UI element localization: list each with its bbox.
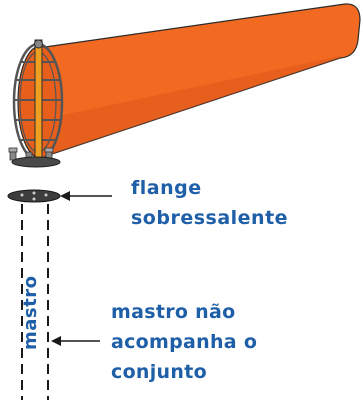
flange-arrow bbox=[60, 191, 112, 201]
mast-outline bbox=[21, 204, 49, 400]
mast-note-line-3: conjunto bbox=[111, 361, 207, 383]
mast-arrow bbox=[51, 336, 100, 346]
spare-flange bbox=[7, 189, 61, 203]
base-assembly bbox=[8, 147, 61, 168]
mast-note-line-2: acompanha o bbox=[111, 331, 258, 353]
flange-label: flange sobressalente bbox=[131, 173, 288, 233]
mast-note-line-1: mastro não bbox=[111, 301, 236, 323]
cage-pole bbox=[34, 39, 43, 161]
mast-vertical-label: mastro bbox=[20, 275, 41, 350]
flange-label-line-1: flange bbox=[131, 177, 202, 199]
flange-label-line-2: sobressalente bbox=[131, 207, 289, 229]
windsock-sock bbox=[17, 3, 361, 159]
mast-note-label: mastro não acompanha o conjunto bbox=[111, 297, 257, 387]
